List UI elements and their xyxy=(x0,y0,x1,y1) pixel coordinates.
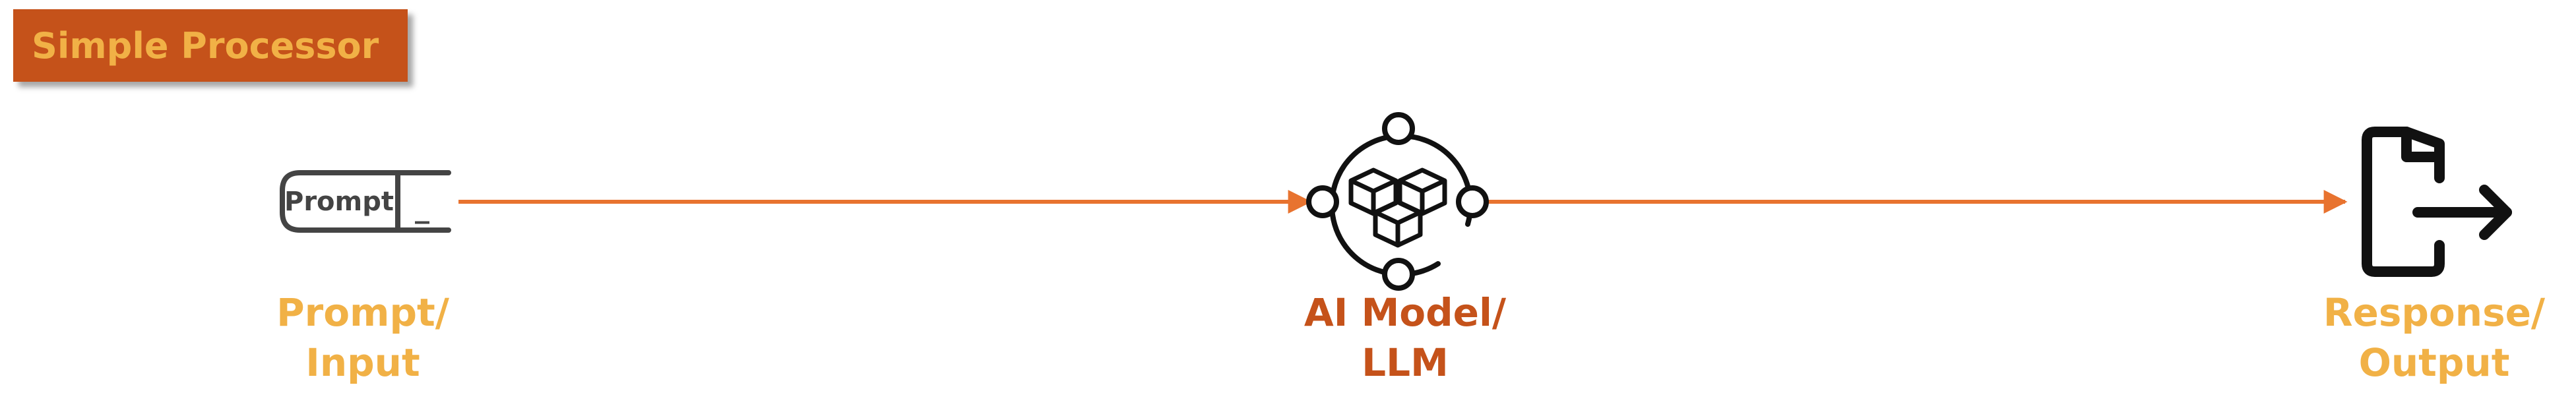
prompt-input-label: Prompt/ Input xyxy=(237,287,488,388)
ai-model-cubes-icon xyxy=(1306,112,1489,291)
ai-model-label: AI Model/ LLM xyxy=(1273,287,1537,388)
model-label-line2: LLM xyxy=(1362,340,1449,385)
response-output-label: Response/ Output xyxy=(2296,287,2573,388)
output-label-line2: Output xyxy=(2358,340,2510,385)
document-export-icon xyxy=(2362,127,2512,277)
prompt-label-line1: Prompt/ xyxy=(276,290,449,335)
diagram-title: Simple Processor xyxy=(32,24,379,67)
model-label-line1: AI Model/ xyxy=(1304,290,1507,335)
prompt-icon-cursor: _ xyxy=(415,191,429,224)
prompt-label-line2: Input xyxy=(305,340,420,385)
title-badge: Simple Processor xyxy=(13,9,408,82)
prompt-icon-text: Prompt xyxy=(284,187,394,217)
output-label-line1: Response/ xyxy=(2323,290,2546,335)
terminal-prompt-icon: Prompt _ xyxy=(280,170,451,233)
